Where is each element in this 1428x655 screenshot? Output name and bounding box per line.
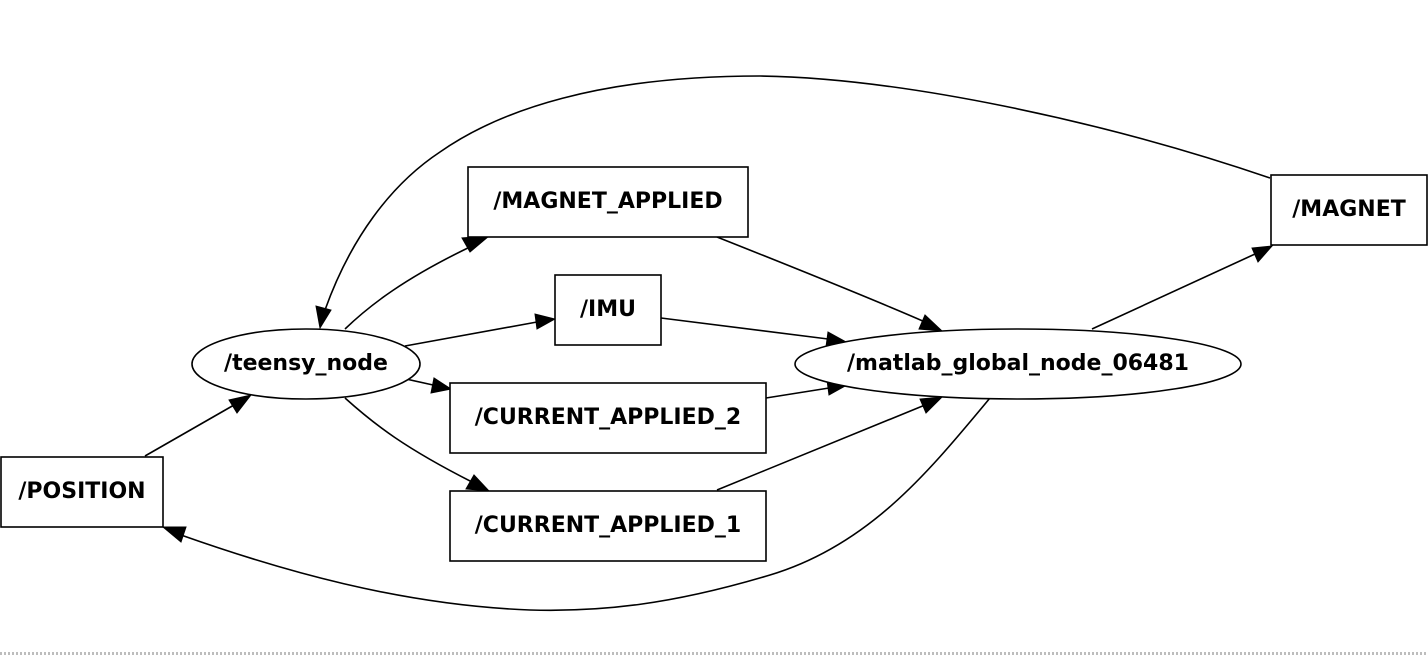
nodes: /MAGNET_APPLIED /MAGNET /IMU /teensy_nod… [0,166,1428,562]
node-label: /matlab_global_node_06481 [847,351,1189,376]
edge-teensy-to-current-applied-2 [405,378,434,386]
node-label: /CURRENT_APPLIED_1 [475,513,741,538]
edge-position-to-teensy [144,404,235,457]
topic-node-position[interactable]: /POSITION [0,456,164,528]
edges [144,75,1274,612]
node-label: /teensy_node [224,351,388,376]
edge-arrow-icon [1251,245,1274,263]
edge-arrow-icon [534,313,557,330]
edge-current-applied-2-to-matlab [765,387,830,399]
bottom-divider [0,652,1428,655]
edge-current-applied-1-to-matlab [716,404,926,491]
edge-magnet-to-teensy [324,75,1271,311]
edge-arrow-icon [919,396,944,414]
topic-node-imu[interactable]: /IMU [554,274,662,346]
edge-matlab-to-position [180,397,991,612]
topic-node-magnet-applied[interactable]: /MAGNET_APPLIED [467,166,749,238]
edge-arrow-icon [228,394,253,414]
edge-arrow-icon [465,474,491,492]
ros-node-matlab-global[interactable]: /matlab_global_node_06481 [794,328,1242,400]
edge-arrow-icon [430,377,453,394]
node-label: /MAGNET_APPLIED [493,189,722,214]
edge-teensy-to-current-applied-1 [344,397,473,483]
edge-matlab-to-magnet [1091,253,1256,330]
edge-arrow-icon [315,305,332,330]
node-label: /MAGNET [1292,197,1405,222]
edge-magnet-applied-to-matlab [716,236,926,323]
topic-node-magnet[interactable]: /MAGNET [1270,174,1428,246]
edge-arrow-icon [161,526,187,543]
edge-teensy-to-imu [404,321,538,347]
ros-node-teensy[interactable]: /teensy_node [191,328,421,400]
edge-imu-to-matlab [660,317,829,340]
topic-node-current-applied-2[interactable]: /CURRENT_APPLIED_2 [449,382,767,454]
edge-arrow-icon [918,314,944,332]
edge-teensy-to-magnet-applied [344,245,473,330]
topic-node-current-applied-1[interactable]: /CURRENT_APPLIED_1 [449,490,767,562]
node-label: /IMU [580,297,636,322]
node-label: /POSITION [18,479,145,504]
node-label: /CURRENT_APPLIED_2 [475,405,741,430]
